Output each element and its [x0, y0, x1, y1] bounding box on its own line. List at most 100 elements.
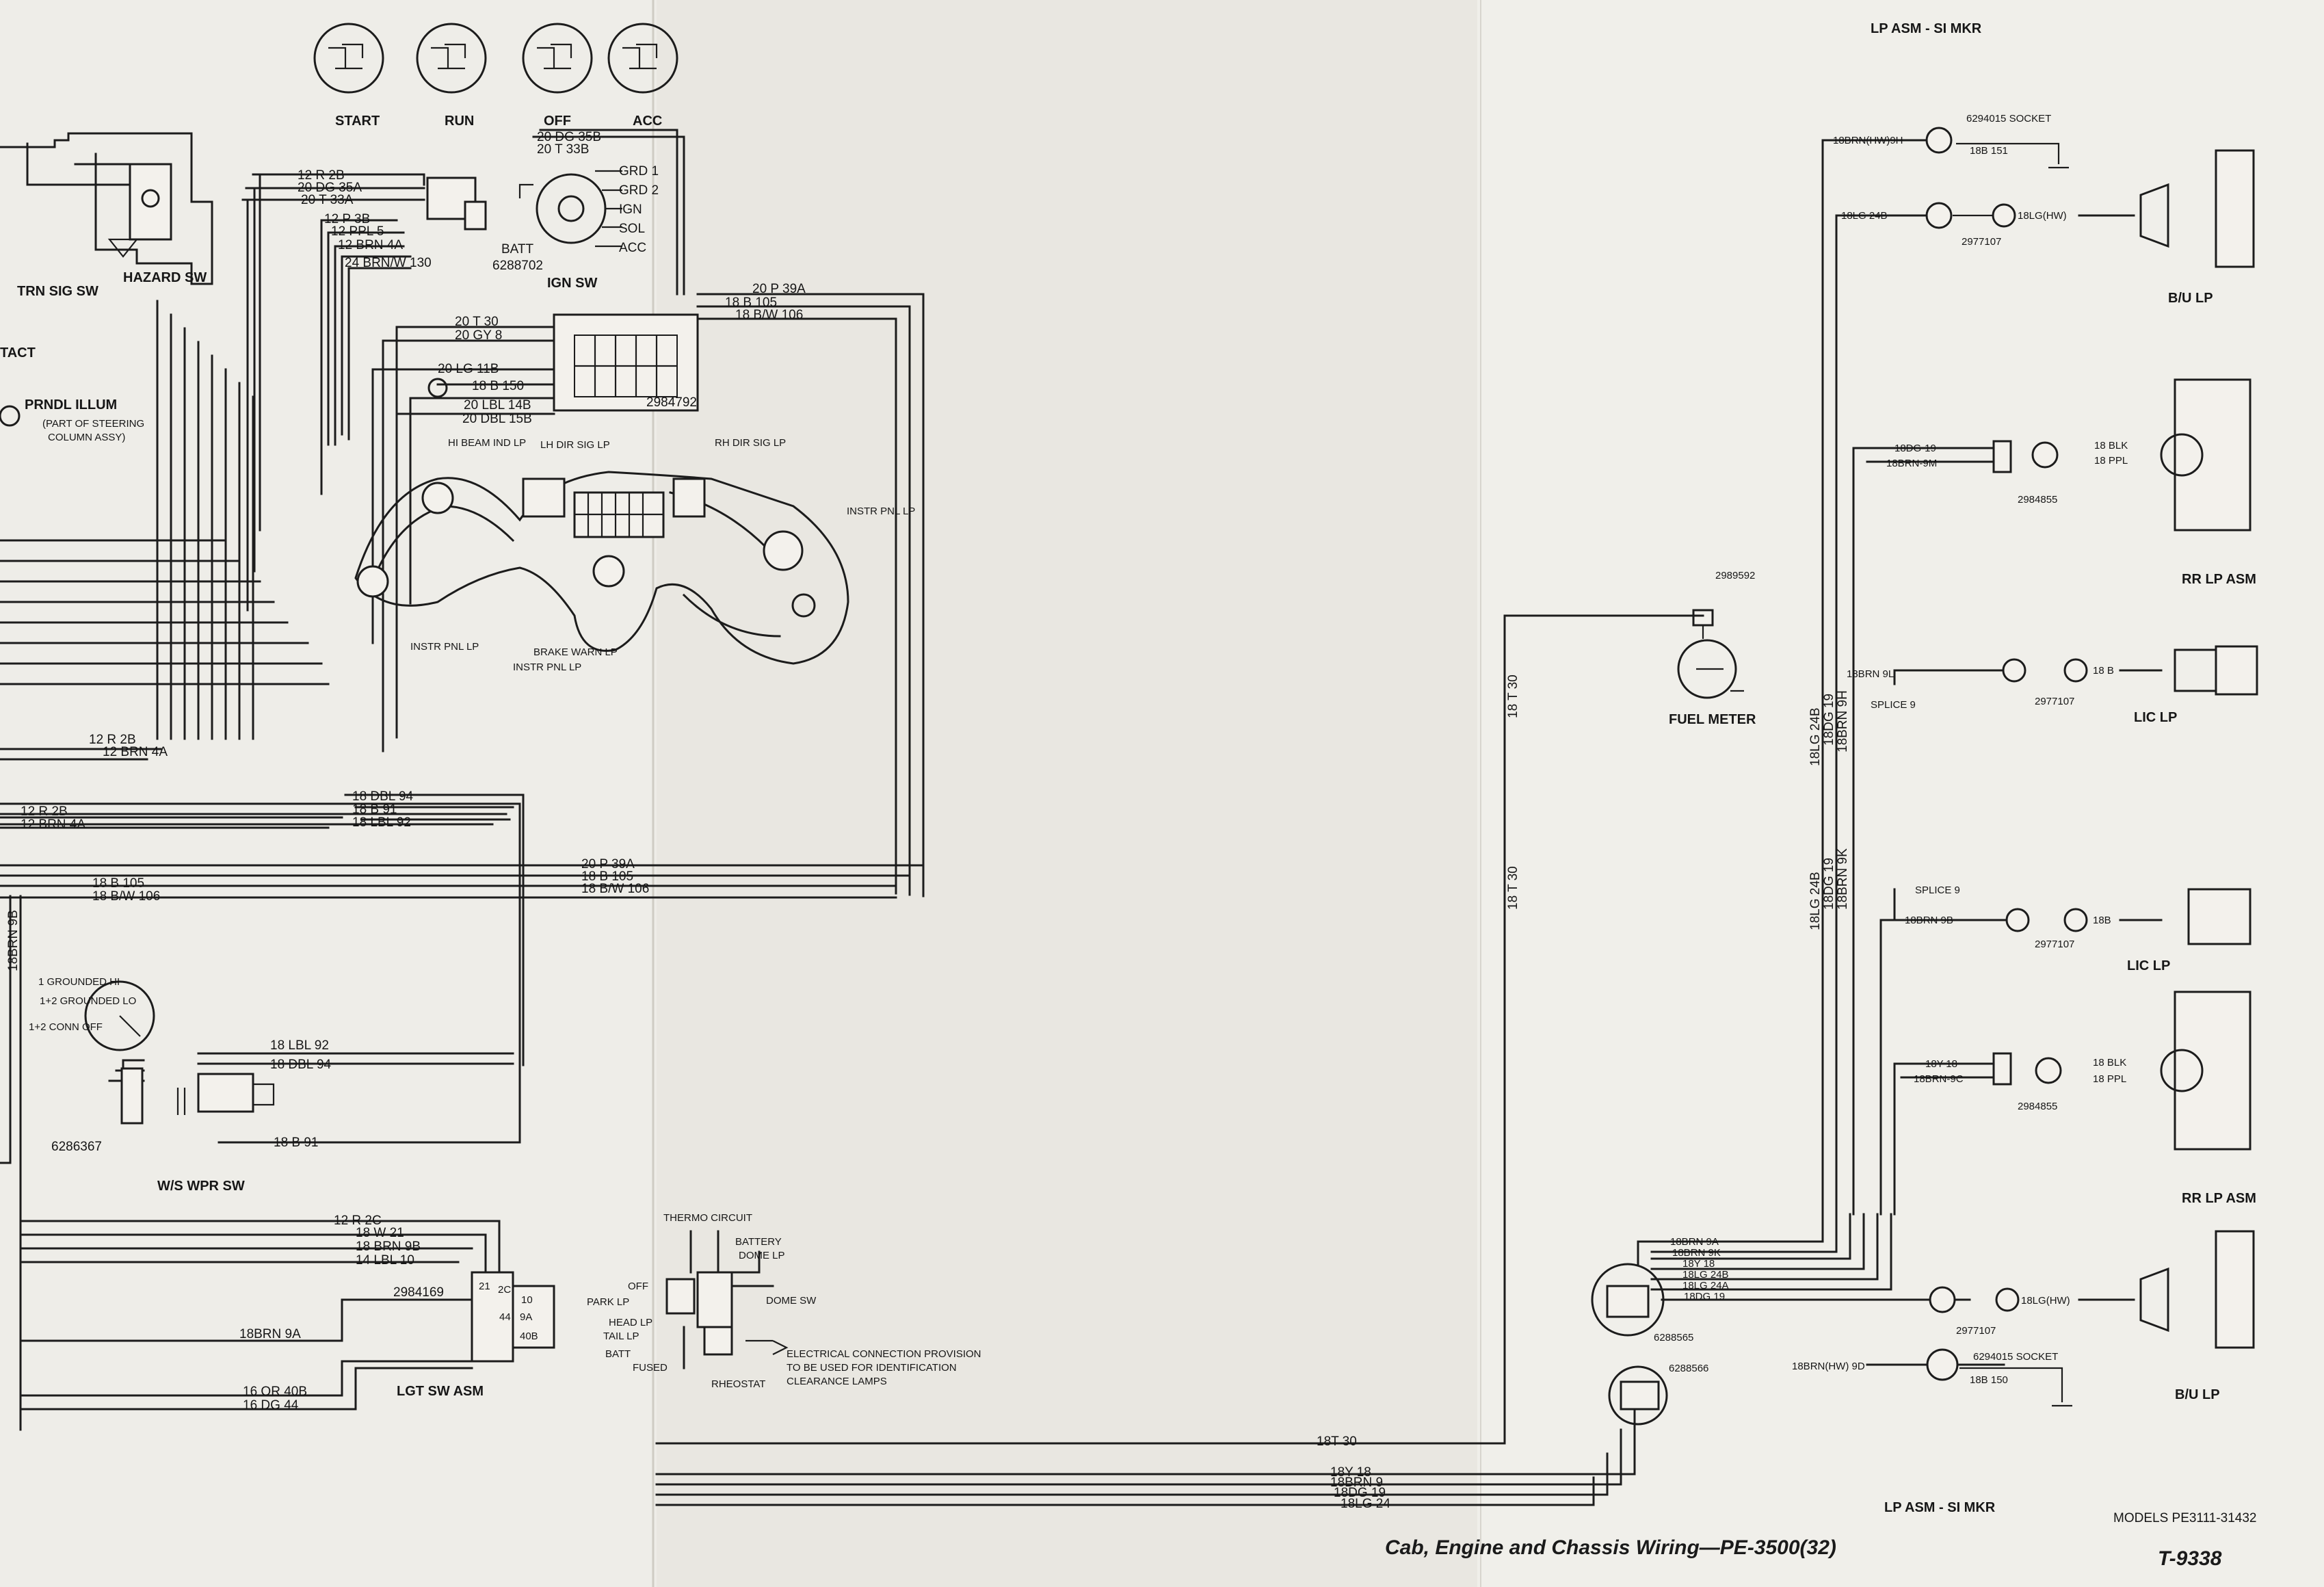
thermo-off: OFF — [628, 1281, 648, 1292]
ign-pos-run-label: RUN — [445, 114, 474, 129]
wiper-switch: 1 GROUNDED HI 1+2 GROUNDED LO 1+2 CONN O… — [29, 976, 521, 1194]
ls-cav-2c: 2C — [498, 1284, 511, 1296]
hazard-sw-label: HAZARD SW — [123, 270, 207, 285]
cl-wire-dbl15b: 20 DBL 15B — [462, 412, 532, 426]
ign-sw-label: IGN SW — [547, 276, 597, 291]
ts-wire-brn4a: 12 BRN 4A — [338, 238, 403, 252]
rr-lp-top-housing — [2174, 378, 2252, 532]
ls-cav-21: 21 — [479, 1281, 490, 1292]
lic-top-connector — [2002, 658, 2026, 683]
wiper-connector — [120, 1067, 144, 1125]
rear-top-label: LP ASM - SI MKR — [1871, 21, 1982, 36]
harness-lg24: 18LG 24 — [1341, 1497, 1390, 1511]
ign-pos-off-label: OFF — [544, 114, 571, 129]
lgt-sw-asm-label: LGT SW ASM — [397, 1384, 484, 1399]
lic-bot-splice: SPLICE 9 — [1915, 884, 1960, 896]
wpr-sw-label: W/S WPR SW — [157, 1179, 245, 1194]
wpr-wire-dbl94: 18 DBL 94 — [270, 1058, 332, 1072]
lw-bw106-b: 18 B/W 106 — [581, 882, 649, 896]
bu-lp-top-housing — [2215, 149, 2255, 268]
ign-wire-t33b: 20 T 33B — [537, 142, 589, 157]
ignition-wiring: 20 DG 35B 20 T 33B 12 R 2B 20 DG 35A 20 … — [241, 129, 685, 612]
thermo-dome-sw: DOME SW — [766, 1295, 817, 1307]
bottom-marker-socket — [1926, 1348, 1959, 1381]
bu-lp-top-label: B/U LP — [2168, 291, 2213, 306]
ls-wire-brn9b: 18 BRN 9B — [356, 1240, 421, 1254]
cl-wire-b105: 18 B 105 — [725, 296, 777, 310]
top-bu-connector — [1925, 202, 1953, 229]
instr-pnl-lp-left — [356, 565, 389, 598]
lw-r2b-a: 12 R 2B — [89, 733, 136, 747]
ign-pos-start: START — [313, 23, 384, 129]
ign-wire-dg35b: 20 DG 35B — [537, 130, 601, 144]
rr-lp-top-label: RR LP ASM — [2182, 572, 2256, 587]
conn-wire-brn9a: 18BRN 9A — [1670, 1236, 1719, 1248]
rr-top-wire-blk: 18 BLK — [2094, 440, 2128, 451]
ignition-switch: GRD 1 GRD 2 IGN SOL ACC BATT 6288702 IGN… — [492, 164, 659, 291]
ign-term-sol: SOL — [619, 222, 645, 236]
rr-lp-bot-label: RR LP ASM — [2182, 1191, 2256, 1206]
ign-pos-acc-label: ACC — [633, 114, 662, 129]
ign-term-ign: IGN — [619, 202, 642, 217]
left-trunk: 12 R 2B 12 BRN 4A 12 R 2B 12 BRN 4A 18 D… — [0, 300, 925, 1431]
bu-top-wire-lghw: 18LG(HW) — [2018, 210, 2067, 222]
ls-wire-w21: 18 W 21 — [356, 1226, 404, 1240]
vert-dg19-b: 18DG 19 — [1822, 858, 1836, 910]
rear-bottom-label: LP ASM - SI MKR — [1884, 1500, 1996, 1515]
lic-lp-top-housing — [2215, 645, 2258, 696]
rr-bot-connector — [1992, 1052, 2012, 1086]
fuel-wire-upper: 18 T 30 — [1506, 674, 1520, 718]
lw-b105-a: 18 B 105 — [92, 876, 144, 891]
ls-wire-brn9a: 18BRN 9A — [239, 1327, 301, 1341]
hi-beam-ind-label: HI BEAM IND LP — [448, 437, 526, 449]
ign-term-acc: ACC — [619, 241, 646, 255]
lic-top-part: 2977107 — [2035, 696, 2074, 707]
ign-part-number: 6288702 — [492, 259, 543, 273]
wiper-motor-switch — [197, 1073, 254, 1113]
wpr-pos-lo: 1+2 GROUNDED LO — [40, 995, 136, 1007]
ts-wire-dg35a: 20 DG 35A — [298, 181, 362, 195]
instr-pnl-lp-left-label: INSTR PNL LP — [410, 641, 479, 653]
bottom-socket-part: 6294015 SOCKET — [1973, 1351, 2058, 1363]
bu-top-part: 2977107 — [1962, 236, 2001, 248]
fuel-meter-label: FUEL METER — [1669, 712, 1756, 727]
conn-wire-y18: 18Y 18 — [1682, 1258, 1715, 1270]
lw-dbl94: 18 DBL 94 — [352, 789, 414, 804]
ls-cav-40b: 40B — [520, 1330, 538, 1342]
rear-lamps: LP ASM - SI MKR LP ASM - SI MKR 6294015 … — [1591, 21, 2258, 1515]
prndl-note-2: COLUMN ASSY) — [48, 432, 125, 443]
lic-top-wire-b: 18 B — [2093, 665, 2114, 677]
rr-bot-wire-blk: 18 BLK — [2093, 1057, 2126, 1068]
bottom-harness: 18T 30 18Y 18 18BRN 9 18DG 19 18LG 24 — [655, 1404, 1636, 1511]
lw-r2b-b: 12 R 2B — [21, 804, 68, 819]
light-switch: 12 R 2C 18 W 21 18 BRN 9B 14 LBL 10 21 2… — [19, 1214, 555, 1413]
ls-wire-r2c: 12 R 2C — [334, 1214, 382, 1228]
ls-wire-lbl10: 14 LBL 10 — [356, 1253, 414, 1268]
prndl-note-1: (PART OF STEERING — [42, 418, 144, 430]
ign-pos-start-label: START — [335, 114, 380, 129]
harness-y18: 18Y 18 — [1330, 1465, 1371, 1480]
diagram-title: Cab, Engine and Chassis Wiring—PE-3500(3… — [1385, 1536, 1836, 1559]
rh-dir-sig-lp — [672, 477, 706, 518]
prndl-lamp — [0, 405, 21, 427]
thermo-title: THERMO CIRCUIT — [663, 1212, 752, 1224]
top-socket-part: 6294015 SOCKET — [1966, 113, 2051, 124]
vert-lg24b-b: 18LG 24B — [1808, 871, 1823, 930]
ign-pos-off: OFF — [522, 23, 593, 129]
turn-signal-switch: HAZARD SW TRN SIG SW TACT PRNDL ILLUM (P… — [0, 132, 213, 443]
cl-wire-lg11b: 20 LG 11B — [438, 362, 499, 376]
ts-wire-brnw130: 24 BRN/W 130 — [345, 256, 432, 270]
cl-wire-t30: 20 T 30 — [455, 315, 499, 329]
lw-brn9b: 18BRN 9B — [6, 910, 21, 971]
rr-top-part: 2984855 — [2018, 494, 2057, 506]
lw-bw106-a: 18 B/W 106 — [92, 889, 160, 904]
thermo-note-1: ELECTRICAL CONNECTION PROVISION — [787, 1348, 981, 1360]
ts-wire-r2b: 12 R 2B — [298, 168, 345, 183]
bu-top-wire-b151: 18B 151 — [1970, 145, 2008, 157]
rr-top-wire-brn9m: 18BRN-9M — [1886, 458, 1937, 469]
rr-bot-wire-ppl: 18 PPL — [2093, 1073, 2126, 1085]
lic-lp-bot-label: LIC LP — [2127, 958, 2170, 973]
trn-sig-sw-label: TRN SIG SW — [17, 284, 98, 299]
rr-top-wire-ppl: 18 PPL — [2094, 455, 2128, 467]
